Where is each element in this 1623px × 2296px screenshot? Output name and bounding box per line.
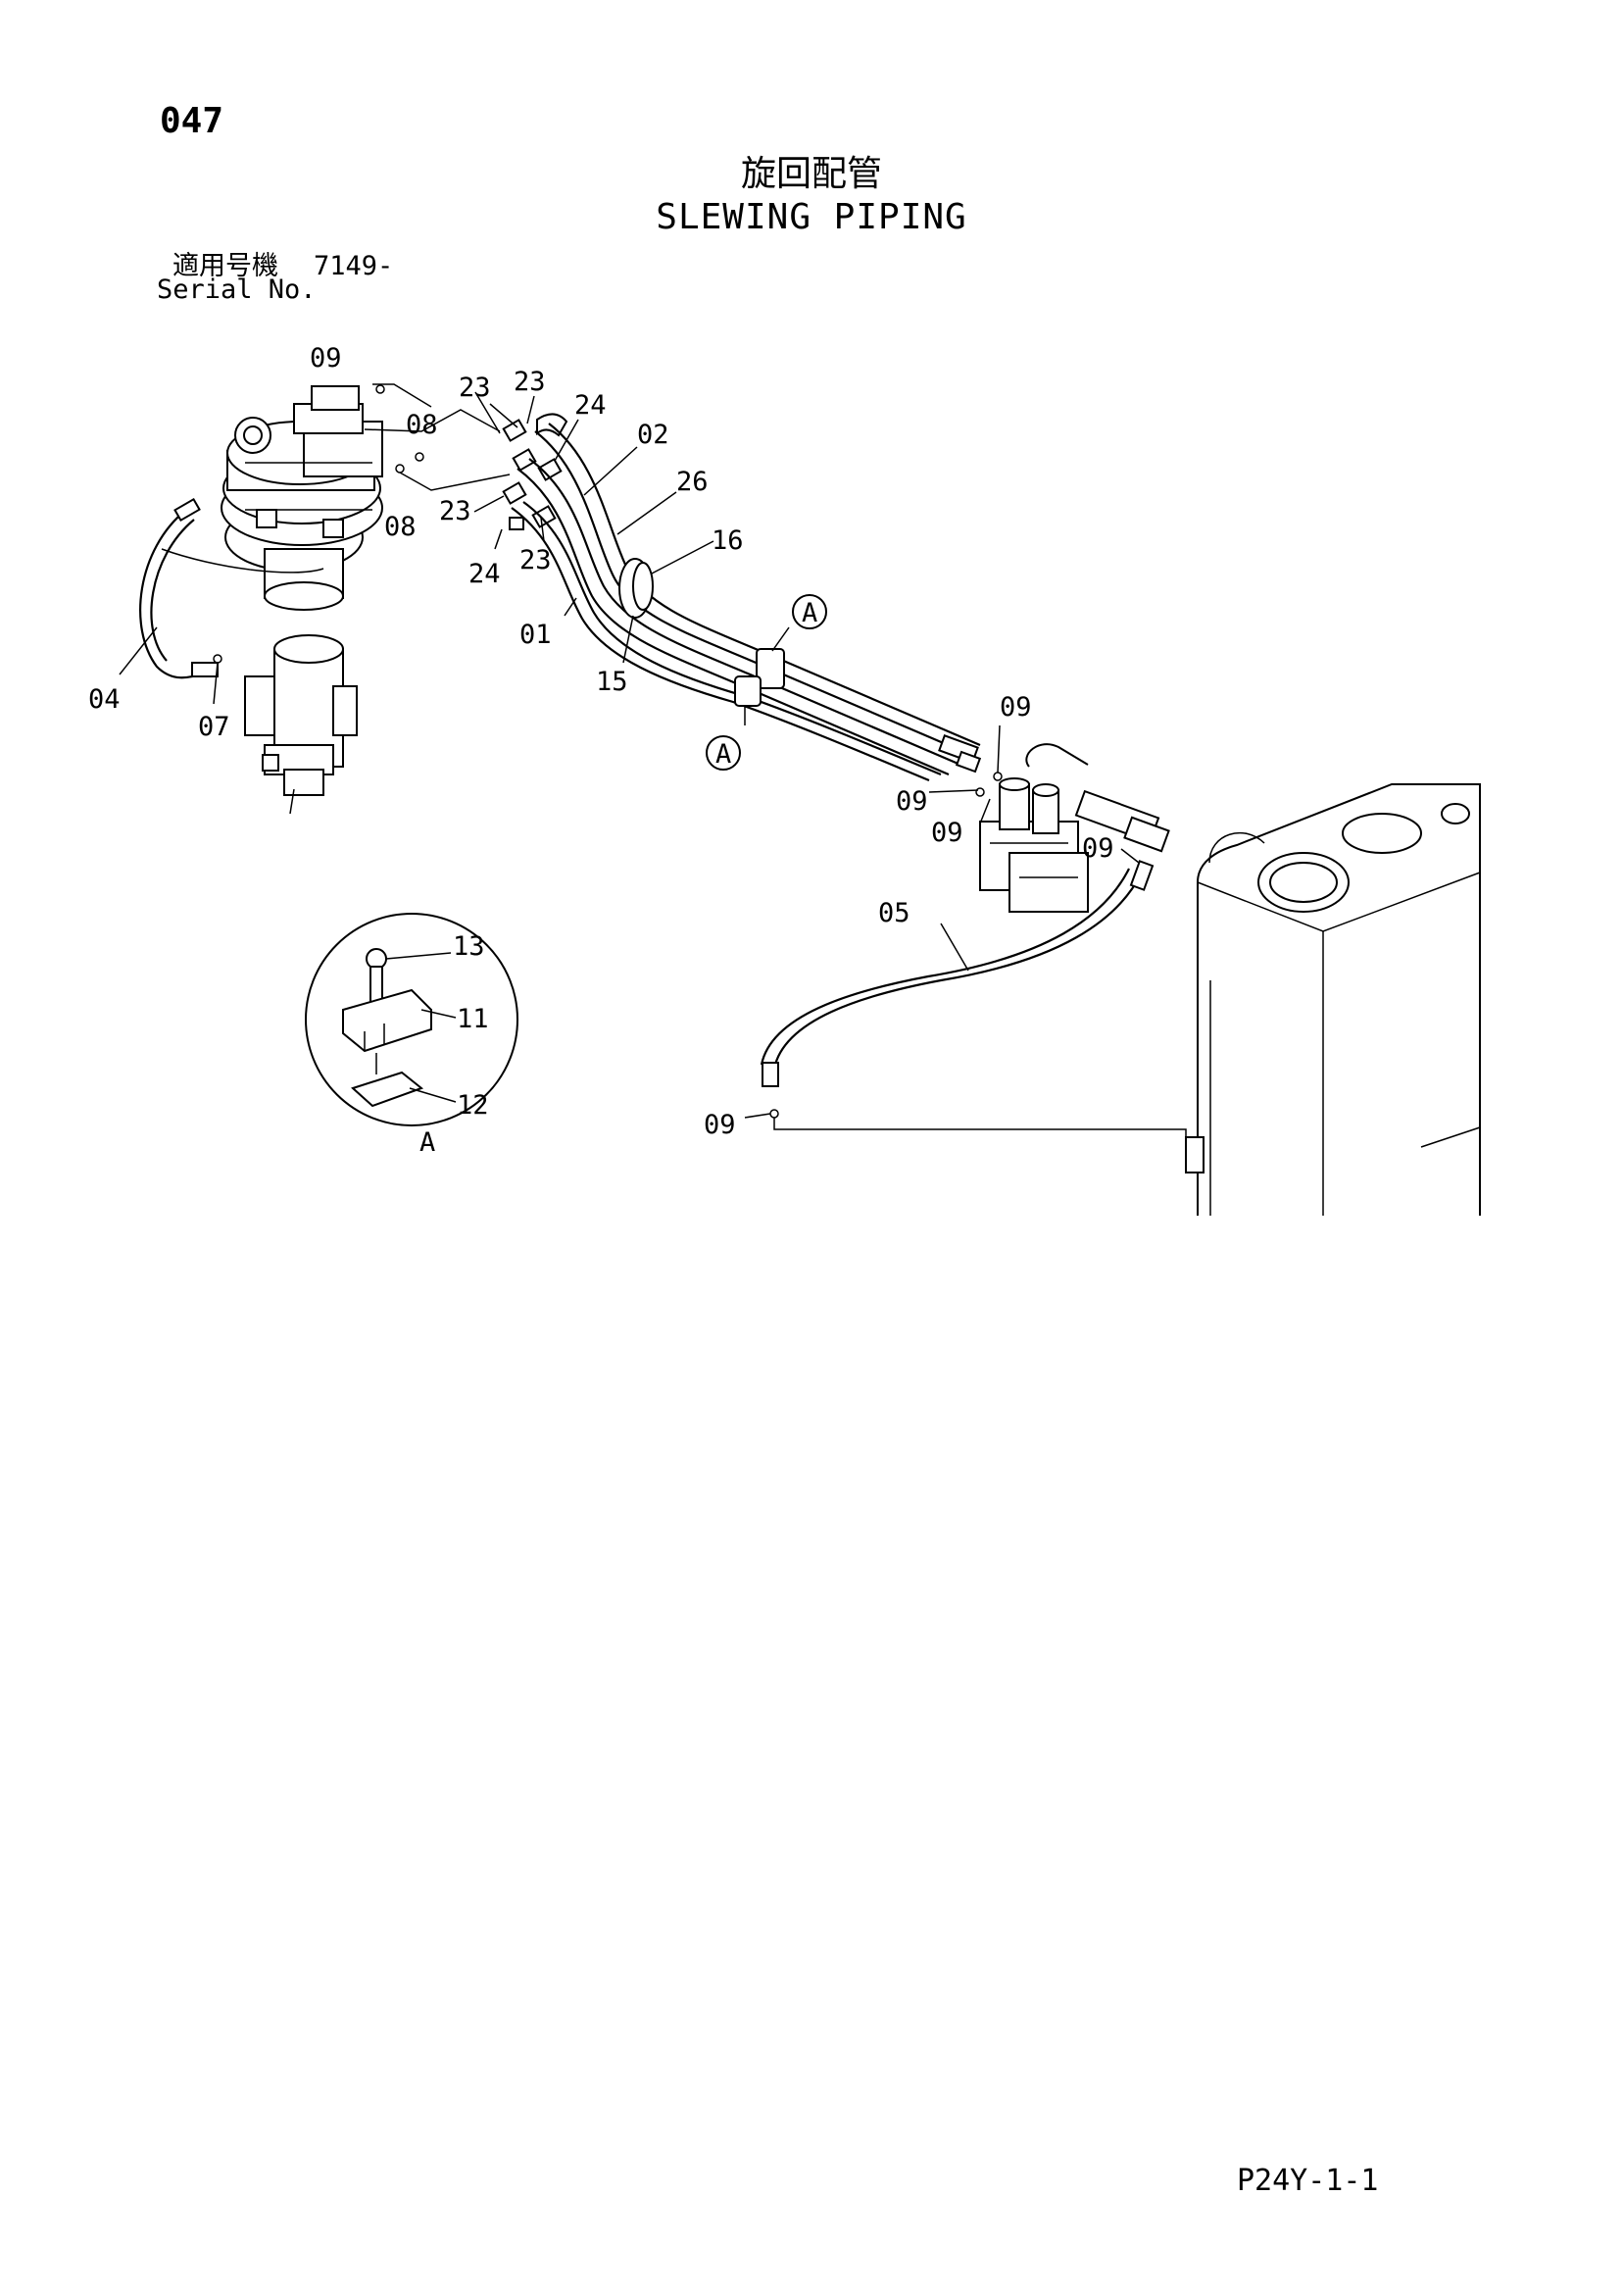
- callout-13: 13: [453, 931, 485, 962]
- callout-05: 05: [878, 898, 910, 928]
- footer-page-code: P24Y-1-1: [1237, 2164, 1379, 2198]
- clamp-a: [734, 648, 785, 707]
- callout-24: 24: [574, 390, 607, 421]
- callout-09: 09: [704, 1110, 736, 1140]
- callout-04: 04: [88, 684, 121, 715]
- hose-05: [760, 860, 1155, 1087]
- callout-26: 26: [676, 467, 709, 497]
- o-ring-09f: [769, 1109, 779, 1119]
- callout-09: 09: [896, 786, 928, 817]
- control-valve: [979, 743, 1170, 913]
- detail-marker-a-top: [792, 594, 827, 629]
- callout-23: 23: [459, 373, 491, 403]
- hydraulic-tank: [1185, 783, 1481, 1216]
- page-title: SLEWING PIPING: [656, 197, 967, 237]
- page-number: 047: [160, 101, 224, 141]
- callout-15: 15: [596, 667, 628, 697]
- callout-09: 09: [1000, 692, 1032, 723]
- fittings-cluster: [494, 413, 568, 550]
- callout-11: 11: [457, 1004, 489, 1034]
- detail-marker-a-bottom: [706, 735, 741, 771]
- leader-09f: [773, 1118, 1187, 1149]
- leader-08a: [364, 409, 501, 432]
- callout-08: 08: [384, 512, 417, 542]
- callout-09: 09: [931, 818, 963, 848]
- o-ring-09: [375, 384, 385, 394]
- callout-08: 08: [406, 410, 438, 440]
- callout-leaders: [119, 395, 1140, 1119]
- leader-09a: [372, 383, 432, 408]
- swing-motor: [221, 385, 383, 611]
- o-ring-08b: [395, 464, 405, 474]
- leader-08b: [399, 472, 511, 491]
- callout-09: 09: [310, 343, 342, 374]
- callout-23: 23: [519, 545, 552, 575]
- serial-label: Serial No.: [157, 275, 317, 305]
- callout-01: 01: [519, 620, 552, 650]
- o-ring-08: [415, 452, 424, 462]
- leader-09-23: [474, 391, 501, 434]
- detail-a-view: [305, 913, 518, 1126]
- callout-12: 12: [457, 1090, 489, 1121]
- callout-07: 07: [198, 712, 230, 742]
- clamp-15-16: [618, 558, 654, 619]
- center-joint: [244, 634, 358, 815]
- detail-marker-a-top-label: A: [802, 598, 817, 628]
- page-title-japanese: 旋回配管: [740, 154, 882, 194]
- callout-02: 02: [637, 420, 669, 450]
- hose-end-fittings: [938, 734, 1003, 797]
- hoses-main: [511, 423, 981, 782]
- hose-04: [139, 497, 324, 679]
- callout-09: 09: [1082, 833, 1114, 864]
- detail-a-caption: A: [419, 1127, 435, 1158]
- detail-marker-a-bottom-label: A: [715, 739, 731, 770]
- callout-23: 23: [439, 496, 471, 526]
- callout-24: 24: [468, 559, 501, 589]
- callout-23: 23: [514, 367, 546, 397]
- callout-16: 16: [712, 525, 744, 556]
- serial-label-japanese: 適用号機: [172, 251, 278, 281]
- serial-value: 7149-: [314, 251, 394, 281]
